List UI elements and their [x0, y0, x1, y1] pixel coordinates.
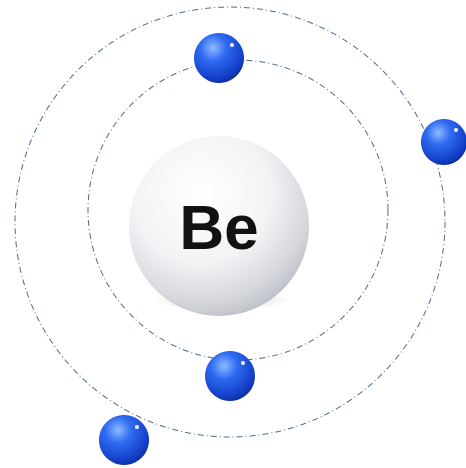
electron-inner-bottom	[205, 351, 255, 401]
electron-inner-top	[194, 33, 244, 83]
outer-orbit	[14, 6, 446, 438]
nucleus: Be	[129, 136, 309, 316]
nucleus-label: Be	[179, 194, 258, 263]
electron-outer-bottom-left	[99, 415, 149, 465]
electron-outer-right	[421, 119, 466, 165]
